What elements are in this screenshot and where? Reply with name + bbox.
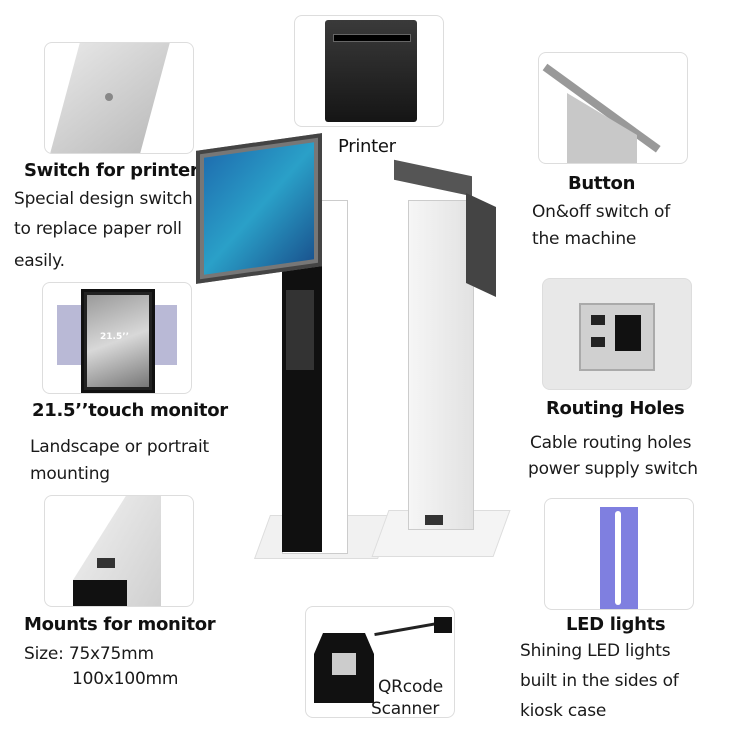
mounts-size-1: Size: 75x75mm bbox=[24, 644, 154, 664]
led-desc-3: kiosk case bbox=[520, 701, 607, 721]
switch-printer-desc-1: Special design switch bbox=[14, 189, 193, 209]
switch-printer-photo bbox=[44, 42, 194, 154]
button-photo bbox=[538, 52, 688, 164]
kiosk-screen bbox=[196, 133, 322, 284]
button-title: Button bbox=[568, 173, 636, 194]
routing-desc-2: power supply switch bbox=[528, 459, 698, 479]
monitor-size-label: 21.5’’ bbox=[100, 332, 130, 342]
switch-printer-title: Switch for printer bbox=[24, 160, 199, 181]
mounts-photo bbox=[44, 495, 194, 607]
button-desc-1: On&off switch of bbox=[532, 202, 671, 222]
monitor-desc-2: mounting bbox=[30, 464, 110, 484]
routing-holes-photo bbox=[542, 278, 692, 390]
switch-printer-desc-2: to replace paper roll bbox=[14, 219, 182, 239]
mounts-title: Mounts for monitor bbox=[24, 614, 216, 635]
monitor-photo: 21.5’’ bbox=[42, 282, 192, 394]
monitor-desc-1: Landscape or portrait bbox=[30, 437, 209, 457]
qr-label-2: Scanner bbox=[371, 699, 440, 719]
mounts-size-2: 100x100mm bbox=[72, 669, 179, 689]
routing-holes-title: Routing Holes bbox=[546, 398, 685, 419]
monitor-title: 21.5’’touch monitor bbox=[32, 400, 228, 421]
button-desc-2: the machine bbox=[532, 229, 637, 249]
led-desc-1: Shining LED lights bbox=[520, 641, 671, 661]
qr-label-1: QRcode bbox=[378, 674, 443, 701]
printer-photo bbox=[294, 15, 444, 127]
switch-printer-desc-3: easily. bbox=[14, 251, 65, 271]
routing-desc-1: Cable routing holes bbox=[530, 433, 692, 453]
led-lights-photo bbox=[544, 498, 694, 610]
led-lights-title: LED lights bbox=[566, 614, 666, 635]
led-desc-2: built in the sides of bbox=[520, 671, 679, 691]
printer-title: Printer bbox=[338, 136, 396, 157]
